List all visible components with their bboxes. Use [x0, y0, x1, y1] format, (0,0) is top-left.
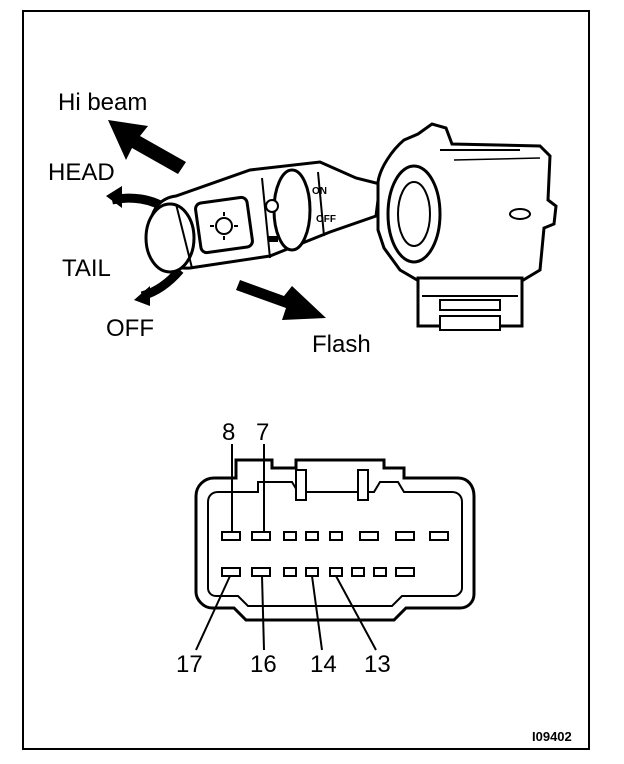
pin-label-13: 13 [364, 651, 391, 678]
connector-face [194, 444, 476, 651]
hi-beam-label: Hi beam [58, 89, 147, 116]
hi-beam-arrow [108, 120, 186, 174]
pin-label-8: 8 [222, 419, 235, 446]
tail-label: TAIL [62, 255, 111, 282]
flash-label: Flash [312, 331, 371, 358]
pin-label-14: 14 [310, 651, 337, 678]
head-label: HEAD [48, 159, 115, 186]
pin-label-17: 17 [176, 651, 203, 678]
top-pin-row [221, 531, 449, 541]
pin-label-16: 16 [250, 651, 277, 678]
figure-frame [22, 10, 590, 750]
fog-on-label: ON [312, 186, 327, 197]
off-label: OFF [106, 315, 154, 342]
flash-arrow [236, 280, 326, 320]
pin-label-7: 7 [256, 419, 269, 446]
figure-id: I09402 [532, 729, 572, 744]
switch-housing [376, 122, 558, 331]
tail-off-rotation-arrow [134, 267, 184, 306]
switch-lever [144, 160, 382, 274]
pin-leader-lines [195, 444, 377, 651]
fog-off-label: OFF [316, 214, 336, 225]
